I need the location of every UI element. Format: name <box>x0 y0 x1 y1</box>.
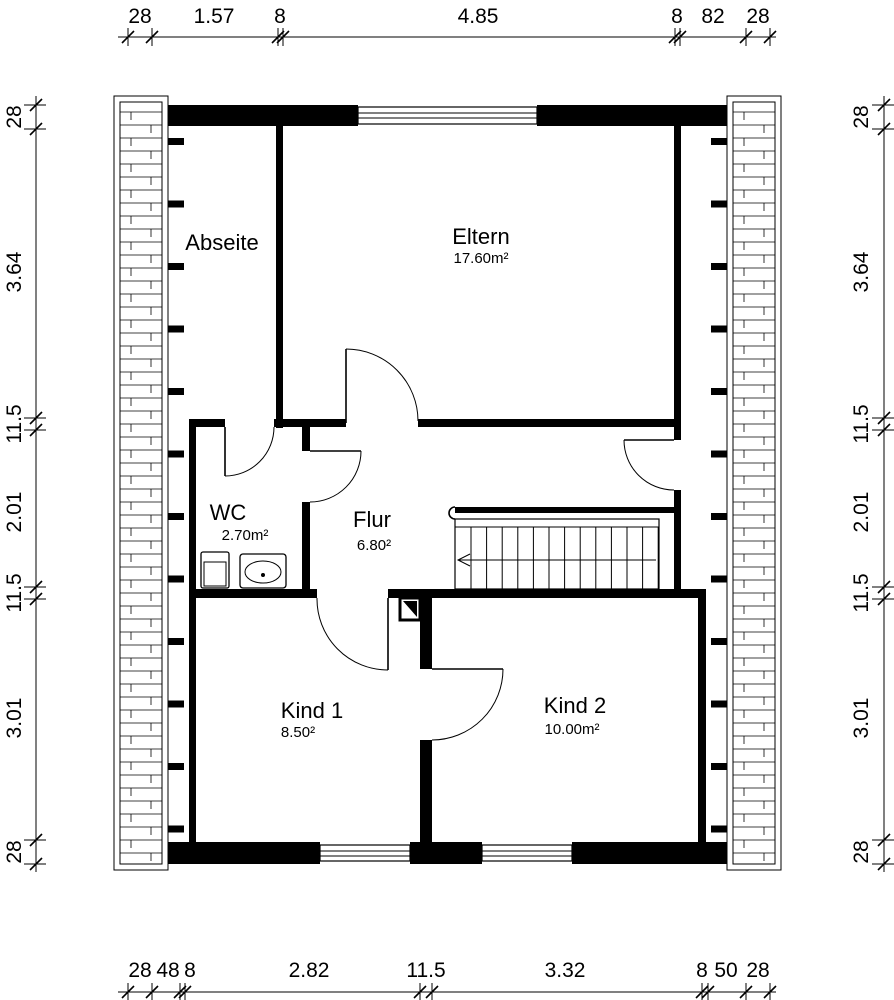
room-flur-label: Flur <box>353 507 391 532</box>
room-flur-area: 6.80² <box>357 537 391 554</box>
dimension-bottom: 28 48 8 2.82 11.5 3.32 8 50 28 <box>118 959 777 1000</box>
interior-walls <box>189 126 706 843</box>
gable-wall-left <box>113 95 169 871</box>
dim-top-5: 8 <box>671 5 683 28</box>
room-kind1-label: Kind 1 <box>281 698 343 723</box>
door-eltern[interactable] <box>345 348 419 423</box>
dim-top-6: 82 <box>701 5 724 28</box>
dim-top-3: 8 <box>274 5 286 28</box>
room-kind1-area: 8.50² <box>281 724 315 741</box>
dimension-left: 28 3.64 11.5 2.01 11.5 3.01 28 <box>3 96 46 872</box>
dim-right-3: 11.5 <box>850 404 873 443</box>
window-kind1 <box>319 844 411 862</box>
room-eltern-label: Eltern <box>452 224 509 249</box>
dim-bottom-2: 48 <box>156 959 179 982</box>
exterior-walls <box>168 105 727 864</box>
dimension-right: 28 3.64 11.5 2.01 11.5 3.01 28 <box>850 96 894 872</box>
dim-right-5: 11.5 <box>850 573 873 612</box>
room-kind2-area: 10.00m² <box>544 721 599 738</box>
dim-top-1: 28 <box>128 5 151 28</box>
room-eltern-area: 17.60m² <box>453 250 508 267</box>
shaft <box>398 596 422 622</box>
room-wc-label: WC <box>210 500 247 525</box>
dim-top-7: 28 <box>746 5 769 28</box>
room-wc-area: 2.70m² <box>222 527 269 544</box>
roof-rafters <box>168 138 727 833</box>
window-kind2 <box>481 844 573 862</box>
dim-bottom-3: 8 <box>184 959 196 982</box>
dim-bottom-7: 8 <box>696 959 708 982</box>
washbasin <box>239 553 287 589</box>
dim-right-7: 28 <box>850 840 873 863</box>
dim-right-1: 28 <box>850 105 873 128</box>
door-kind1[interactable] <box>316 597 389 671</box>
door-flur[interactable] <box>309 450 362 503</box>
dim-left-7: 28 <box>3 840 26 863</box>
dim-left-5: 11.5 <box>3 573 26 612</box>
dim-left-1: 28 <box>3 105 26 128</box>
room-kind2-label: Kind 2 <box>544 693 606 718</box>
dim-top-2: 1.57 <box>194 5 235 28</box>
dim-top-4: 4.85 <box>458 5 499 28</box>
door-kind2[interactable] <box>431 668 504 741</box>
dim-bottom-6: 3.32 <box>545 959 586 982</box>
dim-right-6: 3.01 <box>850 698 873 739</box>
toilet <box>200 551 230 589</box>
dim-bottom-8: 50 <box>714 959 737 982</box>
room-abseite-label: Abseite <box>185 230 258 255</box>
dim-bottom-9: 28 <box>746 959 769 982</box>
dim-left-4: 2.01 <box>3 492 26 533</box>
door-wc[interactable] <box>224 426 275 477</box>
dimension-top: 28 1.57 8 4.85 8 82 28 <box>118 5 777 46</box>
dim-left-6: 3.01 <box>3 698 26 739</box>
staircase <box>448 506 660 590</box>
dim-left-3: 11.5 <box>3 404 26 443</box>
door-abseite-right[interactable] <box>623 439 675 491</box>
window-eltern <box>357 106 538 125</box>
dim-left-2: 3.64 <box>3 251 26 292</box>
dim-bottom-4: 2.82 <box>289 959 330 982</box>
dim-right-4: 2.01 <box>850 492 873 533</box>
dim-right-2: 3.64 <box>850 251 873 292</box>
dim-bottom-1: 28 <box>128 959 151 982</box>
gable-wall-right <box>726 95 782 871</box>
dim-bottom-5: 11.5 <box>406 959 445 982</box>
